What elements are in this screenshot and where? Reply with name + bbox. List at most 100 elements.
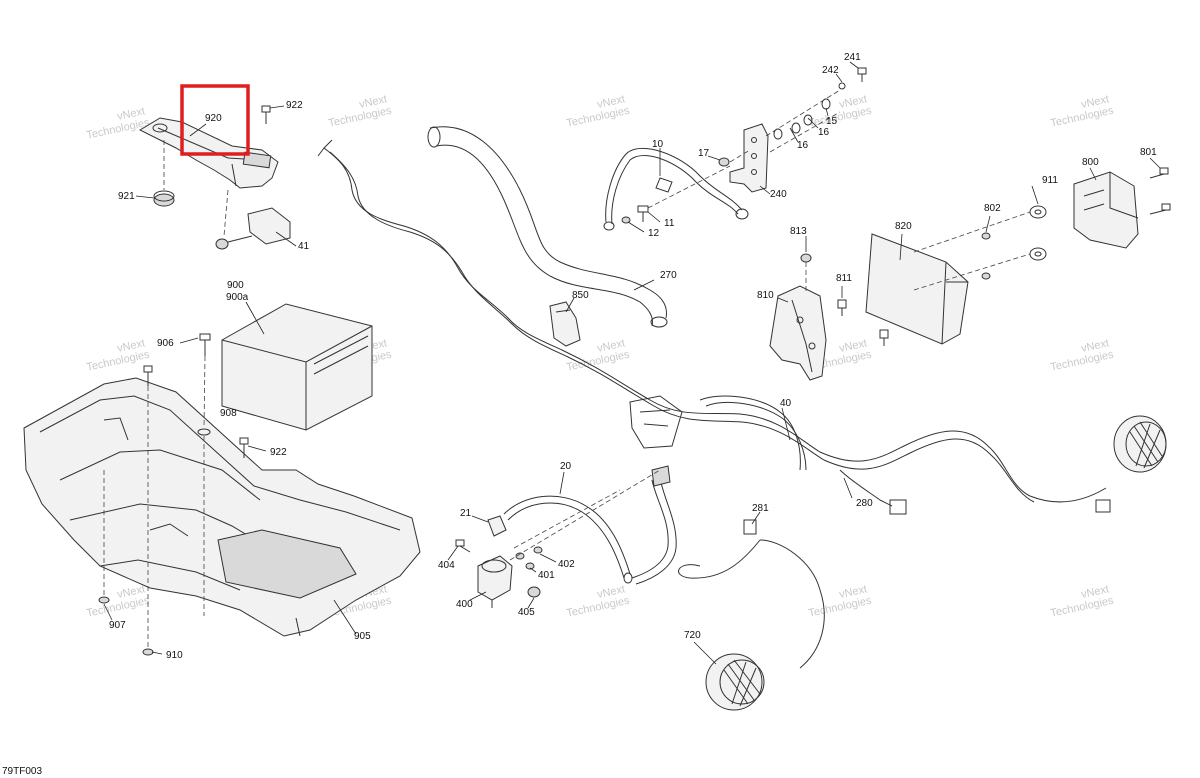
terminal-cover-41[interactable] bbox=[215, 207, 291, 250]
bolt-922-top[interactable] bbox=[261, 105, 271, 124]
battery-cable-10[interactable] bbox=[603, 147, 749, 231]
grommet-911[interactable] bbox=[1029, 205, 1047, 261]
bolt-404[interactable] bbox=[455, 539, 471, 553]
callout-400: 400 bbox=[456, 599, 473, 610]
svg-text:vNext: vNext bbox=[1080, 93, 1110, 111]
bolt-811b[interactable] bbox=[879, 329, 889, 346]
svg-text:vNext: vNext bbox=[116, 583, 146, 601]
callout-241: 241 bbox=[844, 52, 861, 63]
callout-720: 720 bbox=[684, 630, 701, 641]
callout-922-top: 922 bbox=[286, 100, 303, 111]
callout-11: 11 bbox=[664, 218, 675, 229]
svg-text:vNext: vNext bbox=[838, 337, 868, 355]
callout-15: 15 bbox=[826, 116, 838, 127]
washers-16[interactable] bbox=[773, 98, 831, 140]
svg-text:vNext: vNext bbox=[596, 93, 626, 111]
svg-text:vNext: vNext bbox=[116, 337, 146, 355]
callout-242: 242 bbox=[822, 65, 839, 76]
callout-908: 908 bbox=[220, 408, 237, 419]
callout-280: 280 bbox=[856, 498, 873, 509]
callout-810: 810 bbox=[757, 290, 774, 301]
callout-910: 910 bbox=[166, 650, 183, 661]
callout-907: 907 bbox=[109, 620, 126, 631]
highlight-box-920 bbox=[180, 84, 250, 156]
callout-911: 911 bbox=[1042, 175, 1058, 186]
diagram-code: 79TF003 bbox=[2, 766, 42, 777]
nut-802[interactable] bbox=[981, 232, 991, 280]
battery-900[interactable] bbox=[221, 303, 373, 431]
svg-text:vNext: vNext bbox=[1080, 583, 1110, 601]
callout-900a: 900a bbox=[226, 292, 249, 303]
callout-802: 802 bbox=[984, 203, 1001, 214]
callout-800: 800 bbox=[1082, 157, 1099, 168]
callout-40: 40 bbox=[780, 398, 792, 409]
callout-20: 20 bbox=[560, 461, 572, 472]
callout-405: 405 bbox=[518, 607, 535, 618]
connector-850[interactable] bbox=[549, 301, 581, 347]
callout-811: 811 bbox=[836, 273, 852, 284]
washer-242[interactable] bbox=[838, 82, 846, 90]
nut-910[interactable] bbox=[142, 648, 154, 656]
nut-813[interactable] bbox=[800, 253, 812, 263]
callout-labels: 920 922 921 41 900 900a 906 908 922 907 … bbox=[109, 52, 1157, 661]
nut-17[interactable] bbox=[718, 157, 730, 167]
callout-12: 12 bbox=[648, 228, 660, 239]
tray-905[interactable] bbox=[23, 377, 421, 637]
nut-11[interactable] bbox=[637, 205, 649, 222]
bracket-240[interactable] bbox=[729, 123, 769, 193]
svg-text:vNext: vNext bbox=[838, 583, 868, 601]
callout-900: 900 bbox=[227, 280, 244, 291]
callout-41: 41 bbox=[298, 241, 310, 252]
callout-813: 813 bbox=[790, 226, 807, 237]
callout-402: 402 bbox=[558, 559, 575, 570]
callout-17: 17 bbox=[698, 148, 710, 159]
svg-text:vNext: vNext bbox=[1080, 337, 1110, 355]
bolt-801[interactable] bbox=[1149, 167, 1171, 215]
hose-to-20[interactable] bbox=[631, 465, 677, 585]
wiring-harness-main[interactable] bbox=[317, 139, 1111, 669]
callout-270: 270 bbox=[660, 270, 677, 281]
nut-921[interactable] bbox=[153, 190, 175, 207]
bolt-21[interactable] bbox=[487, 515, 507, 537]
callout-21: 21 bbox=[460, 508, 472, 519]
callout-801: 801 bbox=[1140, 147, 1157, 158]
bolt-906[interactable] bbox=[143, 333, 211, 386]
ecu-800[interactable] bbox=[1073, 171, 1139, 249]
washer-908[interactable] bbox=[197, 428, 211, 436]
intake-tube-270[interactable] bbox=[427, 126, 668, 328]
bolt-922-mid[interactable] bbox=[239, 437, 249, 458]
callout-905: 905 bbox=[354, 631, 371, 642]
callout-922-mid: 922 bbox=[270, 447, 287, 458]
solenoid-400[interactable] bbox=[477, 555, 513, 608]
bracket-810[interactable] bbox=[769, 285, 827, 381]
svg-text:vNext: vNext bbox=[596, 337, 626, 355]
callout-906: 906 bbox=[157, 338, 174, 349]
bolt-241[interactable] bbox=[857, 67, 867, 82]
light-720-left[interactable] bbox=[705, 653, 765, 711]
nut-405[interactable] bbox=[527, 586, 541, 598]
callout-16-b: 16 bbox=[818, 127, 830, 138]
svg-text:vNext: vNext bbox=[358, 93, 388, 111]
svg-text:vNext: vNext bbox=[838, 93, 868, 111]
bolt-811[interactable] bbox=[837, 299, 847, 316]
callout-16-a: 16 bbox=[797, 140, 809, 151]
callout-850: 850 bbox=[572, 290, 589, 301]
callout-404: 404 bbox=[438, 560, 455, 571]
callout-10: 10 bbox=[652, 139, 664, 150]
callout-281: 281 bbox=[752, 503, 769, 514]
light-720-right[interactable] bbox=[1113, 415, 1167, 473]
nut-12[interactable] bbox=[621, 216, 631, 224]
nut-401[interactable] bbox=[515, 552, 535, 570]
nut-907[interactable] bbox=[98, 596, 110, 604]
callout-820: 820 bbox=[895, 221, 912, 232]
nut-402[interactable] bbox=[533, 546, 543, 554]
